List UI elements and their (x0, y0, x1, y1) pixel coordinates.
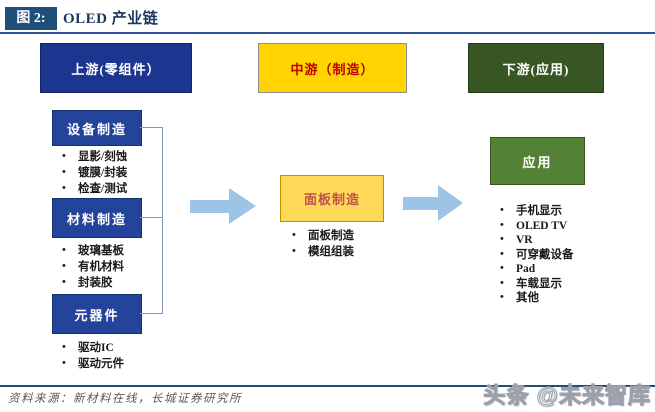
connector-line (162, 127, 163, 314)
bullet-icon: • (62, 341, 66, 353)
list-item: •其他 (500, 291, 539, 304)
bullet-icon: • (500, 247, 504, 260)
group-equipment-box: 设备制造 (52, 110, 142, 146)
connector-line (140, 217, 162, 218)
list-item: •可穿戴设备 (500, 247, 574, 261)
bullet-icon: • (62, 182, 66, 194)
panel-items-list: •面板制造 •模组组装 (288, 228, 354, 260)
list-item: •有机材料 (62, 260, 124, 273)
source-note: 资料来源：新材料在线，长城证券研究所 (8, 393, 242, 405)
list-item: •VR (500, 233, 533, 246)
watermark-text: 头条 @未来智库 (483, 383, 651, 409)
list-item: •驱动IC (62, 341, 114, 354)
list-item: •驱动元件 (62, 357, 124, 370)
components-items-list: •驱动IC •驱动元件 (58, 340, 124, 372)
equipment-items-list: •显影/刻蚀 •镀膜/封装 •检查/测试 (58, 149, 127, 197)
application-box: 应用 (490, 137, 585, 185)
bullet-icon: • (500, 218, 504, 231)
list-item: •检查/测试 (62, 182, 128, 195)
group-components-box: 元器件 (52, 294, 142, 334)
bullet-icon: • (500, 276, 504, 289)
arrow-head (438, 185, 463, 221)
stage-downstream-box: 下游(应用) (468, 43, 604, 93)
list-item: •手机显示 (500, 204, 562, 217)
connector-line (140, 127, 162, 128)
list-item: •面板制造 (292, 229, 354, 242)
group-materials-box: 材料制造 (52, 198, 142, 238)
header-divider (0, 32, 655, 34)
bullet-icon: • (62, 150, 66, 162)
materials-items-list: •玻璃基板 •有机材料 •封装胶 (58, 243, 124, 291)
bullet-icon: • (62, 276, 66, 288)
list-item: •Pad (500, 262, 536, 275)
bullet-icon: • (500, 291, 504, 303)
stage-midstream-box: 中游（制造） (258, 43, 407, 93)
bullet-icon: • (500, 204, 504, 216)
list-item: •模组组装 (292, 245, 354, 258)
arrow-shaft (190, 200, 230, 213)
figure-number-label: 图 2: (5, 7, 57, 30)
right-arrow-icon (403, 185, 463, 222)
bullet-icon: • (62, 244, 66, 256)
bullet-icon: • (62, 357, 66, 369)
list-item: •OLED TV (500, 218, 568, 232)
list-item: •车载显示 (500, 276, 562, 290)
bullet-icon: • (500, 262, 504, 274)
bullet-icon: • (292, 245, 296, 257)
bullet-icon: • (62, 260, 66, 272)
right-arrow-icon (190, 188, 256, 225)
list-item: •玻璃基板 (62, 244, 124, 257)
connector-line (140, 313, 162, 314)
list-item: •镀膜/封装 (62, 166, 128, 179)
arrow-head (229, 188, 256, 224)
panel-manufacturing-box: 面板制造 (280, 175, 384, 222)
list-item: •显影/刻蚀 (62, 150, 128, 163)
bullet-icon: • (292, 229, 296, 241)
list-item: •封装胶 (62, 276, 113, 289)
footer-divider (0, 385, 655, 387)
stage-upstream-box: 上游(零组件） (40, 43, 192, 93)
bullet-icon: • (62, 166, 66, 178)
bullet-icon: • (500, 233, 504, 245)
arrow-shaft (403, 197, 439, 210)
application-items-list: •手机显示 •OLED TV •VR •可穿戴设备 •Pad •车载显示 •其他 (496, 204, 574, 306)
figure-title: OLED 产业链 (63, 11, 159, 27)
